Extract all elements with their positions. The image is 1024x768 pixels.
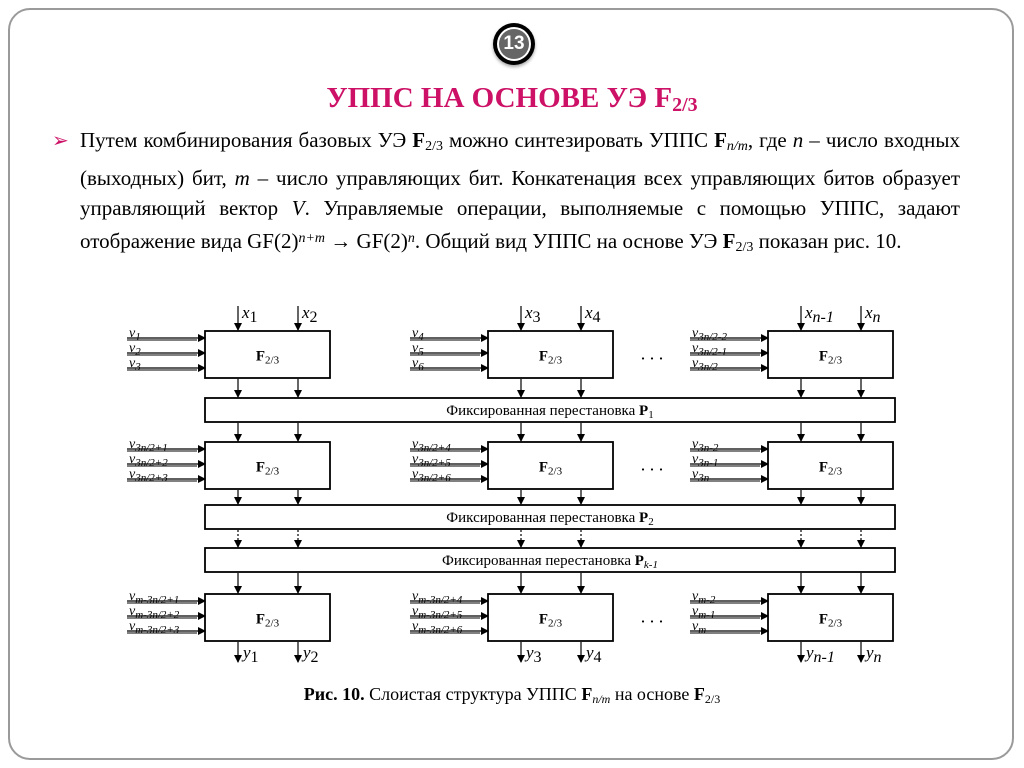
- input-label: xn-1: [804, 303, 834, 326]
- control-label: vm: [692, 619, 706, 636]
- output-label: y4: [584, 643, 602, 666]
- f23-block: [204, 330, 331, 379]
- body-paragraph: Путем комбинирования базовых УЭ F2/3 мож…: [80, 128, 961, 255]
- permutation-block: [204, 547, 896, 573]
- f23-block: [767, 330, 894, 379]
- f23-block-label: F2/3: [819, 460, 843, 478]
- control-label: v4: [412, 326, 424, 343]
- input-label: x2: [301, 303, 318, 326]
- f23-block: [204, 593, 331, 642]
- permutation-label: Фиксированная перестановка P1: [446, 403, 653, 421]
- f23-block: [487, 441, 614, 490]
- slide-title: УППС НА ОСНОВЕ УЭ F2/3: [326, 82, 698, 116]
- slide-number: 13: [499, 29, 529, 59]
- f23-block-label: F2/3: [256, 612, 280, 630]
- control-label: v1: [129, 326, 141, 343]
- input-label: x1: [241, 303, 258, 326]
- f23-block-label: F2/3: [819, 612, 843, 630]
- control-label: v6: [412, 356, 424, 373]
- input-label: x3: [524, 303, 541, 326]
- f23-block-label: F2/3: [539, 612, 563, 630]
- f23-block-label: F2/3: [539, 349, 563, 367]
- input-label: x4: [584, 303, 601, 326]
- permutation-block: [204, 397, 896, 423]
- permutation-label: Фиксированная перестановка P2: [446, 510, 653, 528]
- input-label: xn: [864, 303, 881, 326]
- bullet-arrow-icon: ➢: [52, 130, 69, 152]
- f23-block-label: F2/3: [256, 460, 280, 478]
- output-label: y1: [241, 643, 259, 666]
- f23-block-label: F2/3: [819, 349, 843, 367]
- permutation-block: [204, 504, 896, 530]
- f23-block: [487, 330, 614, 379]
- control-label: v3: [129, 356, 141, 373]
- control-label: v5: [412, 341, 424, 358]
- permutation-label: Фиксированная перестановка Pk-1: [442, 553, 658, 571]
- slide-number-badge: 13: [493, 23, 535, 65]
- ellipsis-dots: . . .: [641, 455, 664, 475]
- output-label: yn: [864, 643, 882, 666]
- figure-caption: Рис. 10. Слоистая структура УППС Fn/m на…: [303, 684, 721, 706]
- f23-block: [487, 593, 614, 642]
- control-label: v2: [129, 341, 141, 358]
- output-label: y3: [524, 643, 542, 666]
- output-label: yn-1: [804, 643, 835, 666]
- ellipsis-dots: . . .: [641, 344, 664, 364]
- f23-block-label: F2/3: [256, 349, 280, 367]
- output-label: y2: [301, 643, 319, 666]
- f23-block-label: F2/3: [539, 460, 563, 478]
- ellipsis-dots: . . .: [641, 607, 664, 627]
